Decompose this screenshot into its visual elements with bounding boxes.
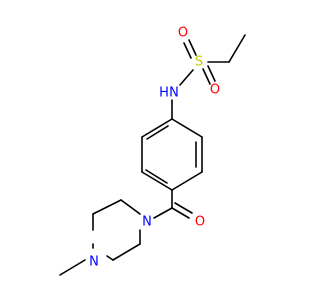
- atom-oxygen-sulfonyl-left: O: [178, 26, 188, 41]
- bond-pip-2: [92, 199, 122, 215]
- bond-ring-4: [141, 171, 173, 191]
- atom-sulfur: S: [195, 55, 203, 70]
- bond-c-n-amide: [153, 207, 173, 219]
- bond-s-o-right-a: [202, 68, 211, 85]
- bond-pip-6: [106, 255, 114, 261]
- atom-labels: S O O N H O N N: [89, 26, 220, 270]
- bond-co-a: [171, 207, 190, 219]
- bonds: [59, 34, 246, 276]
- atom-nitrogen-methyl: N: [89, 255, 99, 270]
- bond-s-o-left-a: [188, 39, 197, 56]
- atom-hydrogen-sulfonamide: H: [159, 86, 169, 101]
- bond-n-methyl: [59, 259, 86, 276]
- bond-co-b: [174, 202, 193, 214]
- bond-s-o-right-b: [207, 65, 216, 82]
- bond-ring-inner-3: [146, 125, 169, 140]
- bond-pip-1: [120, 199, 141, 215]
- bond-ch3-ch2: [228, 34, 246, 63]
- bond-s-n: [179, 69, 194, 86]
- bond-ring-6: [141, 118, 173, 138]
- atom-nitrogen-sulfonamide: N: [169, 86, 179, 101]
- bond-ring-1: [171, 118, 203, 138]
- atom-nitrogen-amide: N: [142, 215, 152, 230]
- bond-ring-inner-2: [145, 169, 168, 184]
- atom-oxygen-carbonyl: O: [195, 215, 205, 230]
- bond-s-o-left-b: [183, 42, 192, 59]
- atom-oxygen-sulfonyl-right: O: [210, 83, 220, 98]
- bond-ring-3: [171, 171, 203, 191]
- bond-pip-5: [112, 243, 141, 261]
- molecule-structure: S O O N H O N N: [59, 26, 246, 276]
